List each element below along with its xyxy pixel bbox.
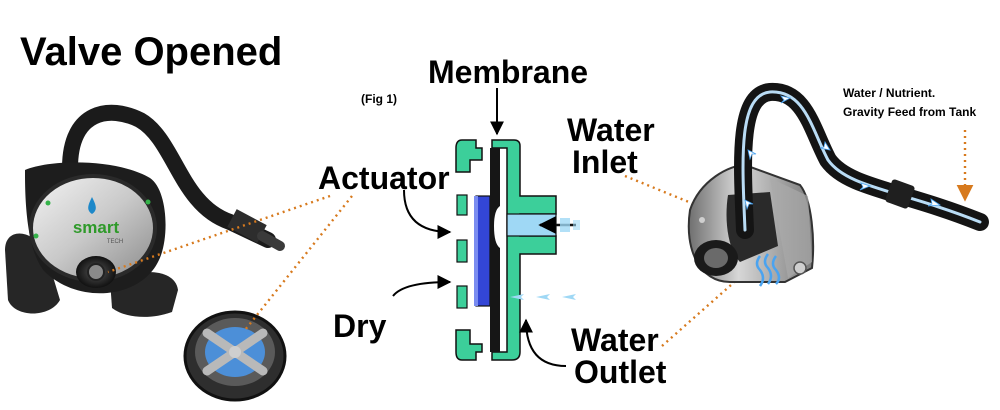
- left-valve-device: smart TECH: [5, 113, 280, 317]
- left-hose-connector: [232, 218, 262, 234]
- right-valve-device: [689, 92, 980, 286]
- pointer-actuator: [404, 190, 450, 232]
- outlet-cap-closeup: [185, 312, 285, 400]
- brand-logo-subtext: TECH: [107, 239, 123, 245]
- outlet-water-flow: [510, 294, 576, 300]
- valve-body-top-left: [456, 140, 482, 172]
- valve-body-bottom-left: [456, 330, 482, 360]
- pointer-water-outlet: [526, 320, 566, 366]
- membrane-strip: [490, 148, 500, 352]
- actuator-plunger: [476, 196, 490, 306]
- leader-actuator-to-cap: [245, 196, 352, 330]
- brand-logo-text: smart: [73, 218, 120, 237]
- vent-segment-1: [457, 195, 467, 215]
- valve-body-right: [492, 140, 556, 360]
- pointer-dry: [393, 282, 450, 296]
- vent-segment-2: [457, 240, 467, 262]
- vent-segment-3: [457, 286, 467, 308]
- valve-cross-section: [456, 140, 580, 360]
